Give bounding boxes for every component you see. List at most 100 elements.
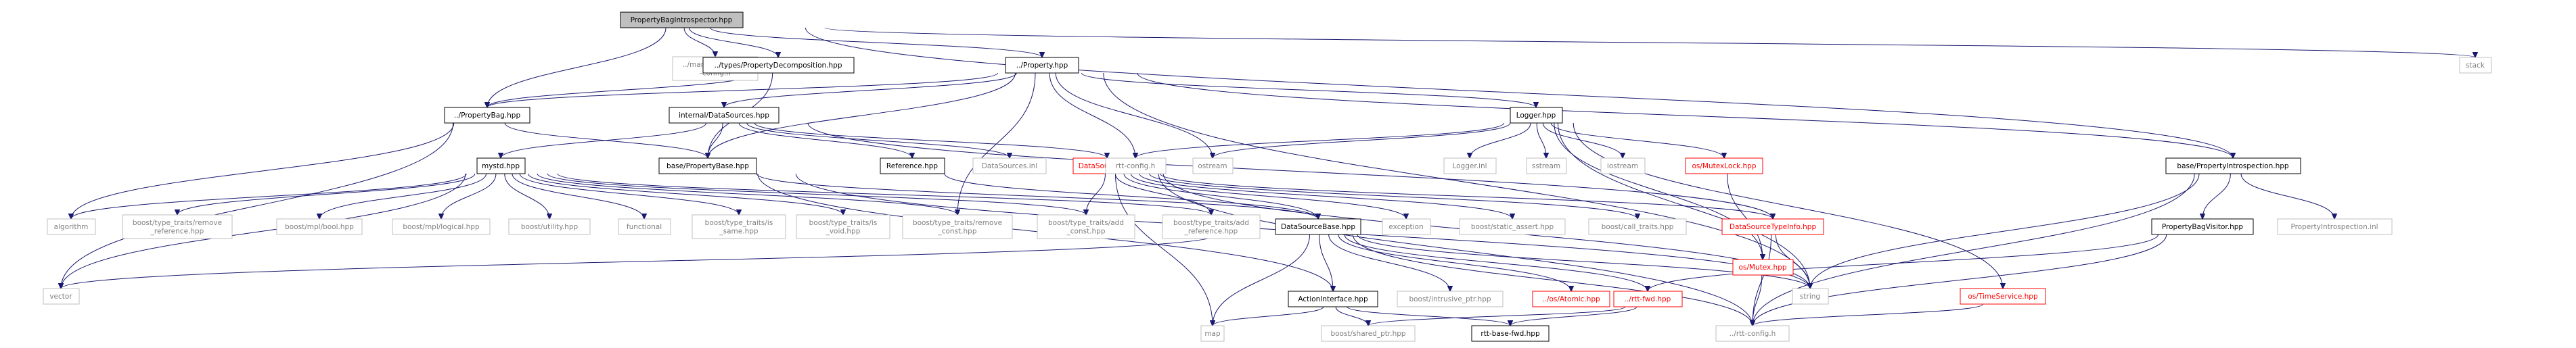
node-propbagvisitor[interactable]: PropertyBagVisitor.hpp [2151, 218, 2254, 235]
edge-dsbase-to-rttconfig2 [1352, 234, 1753, 326]
node-label: _const.hpp [1066, 228, 1105, 236]
edge-datasource-to-calltraits [1149, 173, 1637, 219]
node-basepropbase[interactable]: base/PropertyBase.hpp [658, 157, 757, 174]
node-mutexlock[interactable]: os/MutexLock.hpp [1685, 157, 1763, 174]
edge-dsbase-to-osatomic [1338, 234, 1571, 291]
node-staticassert: boost/static_assert.hpp [1459, 218, 1566, 235]
node-box [43, 288, 80, 305]
node-internalds[interactable]: internal/DataSources.hpp [669, 107, 779, 124]
node-box [1397, 291, 1504, 307]
node-label: boost/type_traits/remove [913, 219, 1002, 227]
node-label: mystd.hpp [482, 162, 520, 170]
edge-datasource-to-addref [1114, 173, 1211, 215]
edge-dsbase-to-string [1357, 234, 1810, 289]
node-dsinl: DataSources.inl [972, 157, 1047, 174]
node-label: ActionInterface.hpp [1298, 295, 1368, 303]
node-box [1715, 325, 1790, 342]
node-box [122, 214, 233, 239]
node-label: boost/type_traits/is [705, 219, 773, 227]
node-root[interactable]: PropertyBagIntrospector.hpp [620, 11, 744, 28]
edge-internalds-to-datasource [754, 122, 1107, 158]
node-label: rtt-config.h [1116, 162, 1155, 170]
node-label: os/Mutex.hpp [1738, 264, 1786, 272]
node-label: sstream [1532, 162, 1560, 170]
edge-datasource-to-dsbase [1123, 173, 1318, 219]
edge-mystd-to-utility [504, 173, 549, 219]
node-dstypeinfo[interactable]: DataSourceTypeInfo.hpp [1721, 218, 1824, 235]
node-osmutex[interactable]: os/Mutex.hpp [1732, 259, 1794, 276]
edge-propbagvisitor-to-rttconfig2 [1753, 234, 2167, 326]
node-dsbase[interactable]: DataSourceBase.hpp [1275, 218, 1361, 235]
edge-root-to-propertybag [487, 27, 666, 107]
node-box [1162, 214, 1261, 239]
edge-datasource-to-exception [1130, 173, 1406, 219]
node-calltraits: boost/call_traits.hpp [1588, 218, 1687, 235]
node-box [1532, 291, 1610, 307]
node-map: map [1200, 325, 1225, 342]
node-box [1588, 218, 1687, 235]
node-label: ostream [1198, 162, 1227, 170]
edge-mystd-to-isvoid [527, 173, 843, 215]
node-reference[interactable]: Reference.hpp [880, 157, 945, 174]
node-box [276, 218, 363, 235]
node-basepropintro[interactable]: base/PropertyIntrospection.hpp [2165, 157, 2301, 174]
node-label: boost/type_traits/add [1173, 219, 1249, 227]
edge-rttfwd-to-rttbasefwd [1510, 306, 1637, 326]
node-box [444, 107, 530, 124]
node-propintroinl: PropertyIntrospection.inl [2277, 218, 2393, 235]
node-iostream: iostream [1600, 157, 1646, 174]
edge-datasource-to-map [1114, 173, 1213, 326]
node-label: _reference.hpp [1184, 228, 1238, 236]
edge-root-to-propdecomp [688, 27, 778, 57]
node-rttbasefwd[interactable]: rtt-base-fwd.hpp [1471, 325, 1550, 342]
node-label: _void.hpp [826, 228, 861, 236]
node-label: ../os/Atomic.hpp [1542, 295, 1600, 303]
edge-property-to-string [1103, 72, 1810, 289]
edge-logger-to-loggerinl [1470, 122, 1531, 158]
edge-logger-to-iostream [1542, 122, 1623, 158]
node-label: boost/mpl/bool.hpp [285, 223, 354, 231]
node-propdecomp[interactable]: ../types/PropertyDecomposition.hpp [702, 57, 855, 74]
edge-datasource-to-dstypeinfo [1160, 173, 1773, 219]
node-timeservice[interactable]: os/TimeService.hpp [1960, 288, 2046, 305]
edge-root-to-property [710, 27, 1042, 57]
edge-logger-to-osmutex [1554, 122, 1763, 259]
edge-mystd-to-issame [519, 173, 739, 215]
node-label: ../rtt-config.h [1730, 330, 1776, 338]
node-property[interactable]: ../Property.hpp [1005, 57, 1079, 74]
edge-logger-to-timeservice [1573, 122, 2003, 289]
edge-timeservice-to-rttconfig2 [1753, 303, 1983, 326]
node-removeconst: boost/type_traits/remove_const.hpp [902, 214, 1013, 239]
edge-internalds-to-dstypeinfo [807, 122, 1773, 219]
node-stack: stack [2459, 57, 2492, 74]
node-box [1192, 157, 1234, 174]
node-label: vector [49, 293, 72, 301]
node-osatomic[interactable]: ../os/Atomic.hpp [1532, 291, 1610, 307]
node-label: boost/type_traits/remove [133, 219, 222, 227]
node-label: ../rtt-fwd.hpp [1625, 295, 1671, 303]
node-rttfwd[interactable]: ../rtt-fwd.hpp [1613, 291, 1683, 307]
node-addconst: boost/type_traits/add_const.hpp [1037, 214, 1135, 239]
node-label: boost/shared_ptr.hpp [1330, 330, 1405, 338]
node-logger[interactable]: Logger.hpp [1510, 107, 1563, 124]
node-label: string [1800, 293, 1820, 301]
node-propertybag[interactable]: ../PropertyBag.hpp [444, 107, 530, 124]
edge-mystd-to-functional [512, 173, 644, 219]
edge-rttfwd-to-sharedptr [1368, 306, 1626, 326]
node-label: boost/type_traits/add [1048, 219, 1124, 227]
node-box [1792, 288, 1829, 305]
node-box [1321, 325, 1416, 342]
edge-logger-to-mutexlock [1550, 122, 1724, 158]
edge-basepropintro-to-rttconfig2 [1753, 173, 2195, 326]
edge-actioninterface-to-rttbasefwd [1347, 306, 1510, 326]
edge-internalds-to-mystd [501, 122, 707, 158]
node-box [392, 218, 491, 235]
node-box [880, 157, 945, 174]
node-label: boost/intrusive_ptr.hpp [1409, 295, 1491, 303]
node-box [1510, 107, 1563, 124]
node-mystd[interactable]: mystd.hpp [476, 157, 526, 174]
node-label: Logger.hpp [1516, 111, 1556, 120]
edge-property-to-rttconfig1 [1049, 72, 1135, 158]
node-actioninterface[interactable]: ActionInterface.hpp [1288, 291, 1378, 307]
edge-datasource-to-rttconfig2 [1158, 173, 1753, 326]
